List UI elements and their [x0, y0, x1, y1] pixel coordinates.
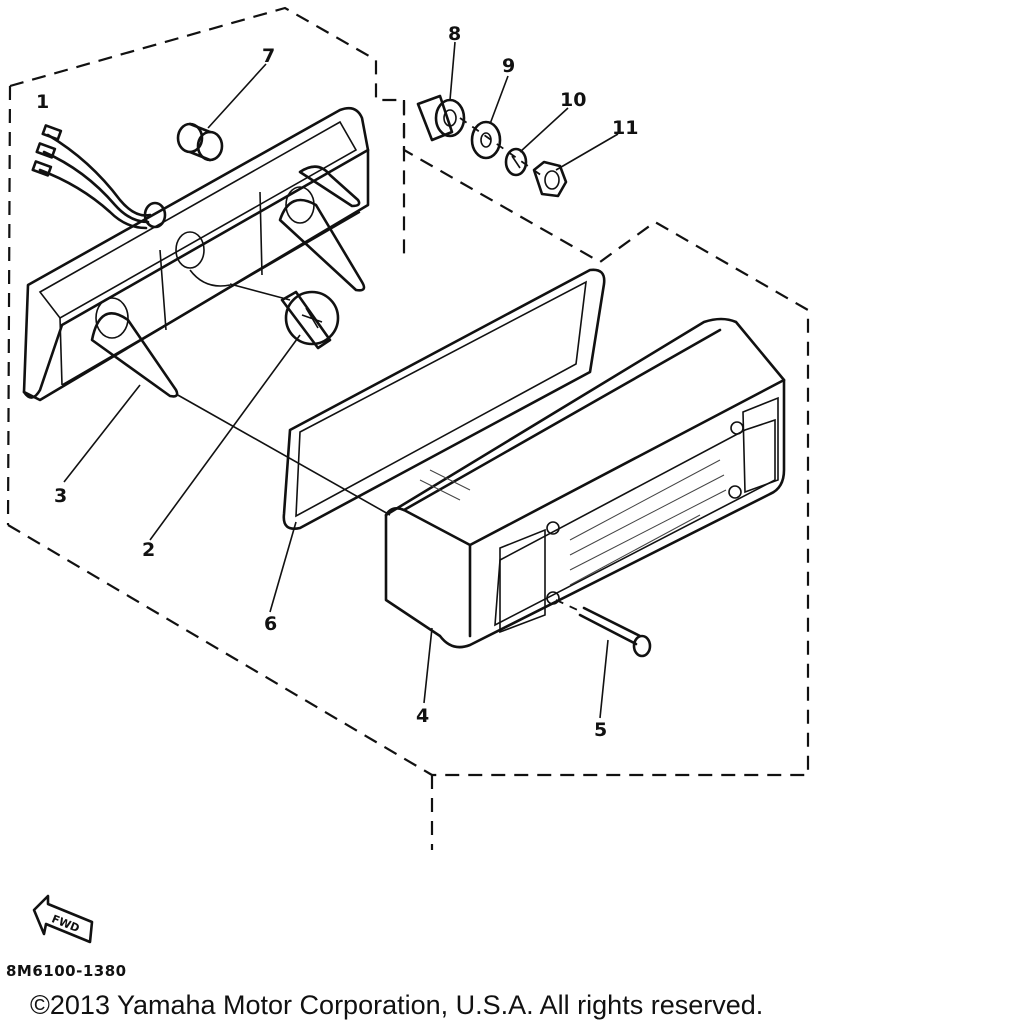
flat-washer [470, 120, 502, 160]
assembly-axis-stud [459, 117, 546, 179]
wire-harness [31, 124, 167, 230]
part-label-10: 10 [560, 89, 586, 111]
assembly-axis-screw [555, 599, 583, 613]
part-label-9: 9 [502, 55, 515, 77]
lens [384, 317, 786, 649]
assembly-boundary-left [6, 6, 433, 776]
spring-washer [504, 147, 528, 177]
hex-nut [532, 160, 568, 198]
part-labels: 1 2 3 4 5 6 7 8 9 10 11 [36, 23, 638, 741]
assembly-boundary-right [402, 100, 810, 850]
part-label-11: 11 [612, 117, 638, 139]
part-label-8: 8 [448, 23, 461, 45]
part-label-4: 4 [416, 705, 429, 727]
lamp-housing [22, 106, 370, 402]
grommet [176, 122, 224, 162]
alignment-lines [175, 283, 391, 516]
part-label-6: 6 [264, 613, 277, 635]
part-label-2: 2 [142, 539, 155, 561]
screw [578, 606, 652, 658]
gasket [282, 268, 606, 530]
leader-lines [63, 41, 619, 719]
part-label-1: 1 [36, 91, 49, 113]
fwd-arrow-icon: FWD [32, 894, 94, 944]
drawing-code: 8M6100-1380 [6, 962, 127, 980]
bulb [280, 290, 340, 350]
stud-bolt [416, 94, 466, 142]
part-label-5: 5 [594, 719, 607, 741]
part-label-3: 3 [54, 485, 67, 507]
copyright-notice: ©2013 Yamaha Motor Corporation, U.S.A. A… [30, 990, 764, 1020]
part-label-7: 7 [262, 45, 275, 67]
